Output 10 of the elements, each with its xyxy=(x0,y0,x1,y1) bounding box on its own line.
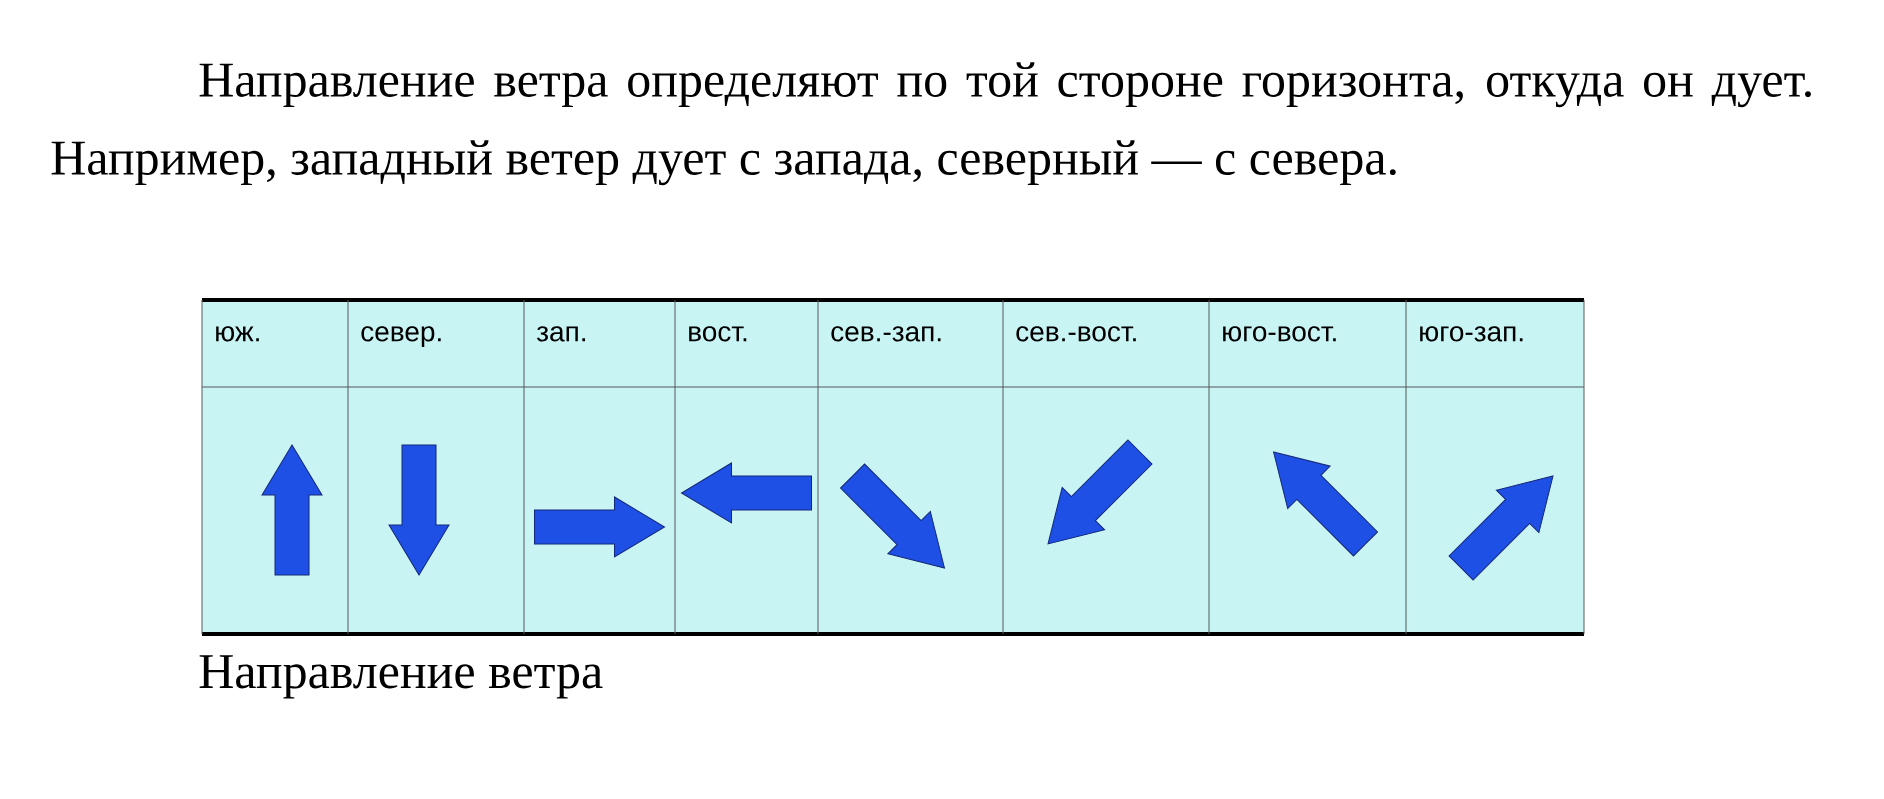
table-header-cell: юго-зап. xyxy=(1420,326,1523,342)
table-header-cell: вост. xyxy=(689,326,747,342)
table-header-cell: сев.-вост. xyxy=(1016,326,1136,342)
table-header-cell: юж. xyxy=(216,326,259,342)
paragraph: Направление ветра определяют по той стороне горизонта, откуда он дует. Например, западный ветер дует с запада, северный — с севера. xyxy=(51,62,1811,186)
table-header-cell: юго-вост. xyxy=(1223,326,1336,342)
table-header-cell: зап. xyxy=(536,326,585,342)
table-header-cell: сев.-зап. xyxy=(831,326,941,342)
table-header-cell: север. xyxy=(361,326,441,348)
caption: Направление ветра xyxy=(199,655,603,699)
